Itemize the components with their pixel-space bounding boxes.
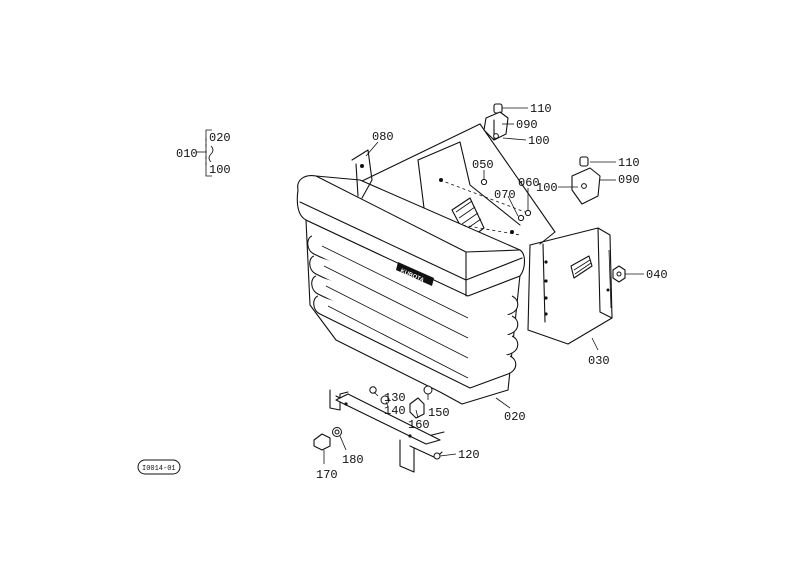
label-080: 080: [372, 130, 394, 144]
front-grille-020: KUBOTA: [296, 149, 526, 405]
label-180: 180: [342, 453, 364, 467]
label-140: 140: [384, 404, 406, 418]
label-170: 170: [316, 468, 338, 482]
label-030: 030: [588, 354, 610, 368]
label-110-b: 110: [618, 156, 640, 170]
callout-labels: 080 110 090 100 110 090 100 050 060 070 …: [316, 102, 668, 482]
label-120: 120: [458, 448, 480, 462]
top-bracket-a: [483, 103, 509, 141]
label-020-ref: 020: [209, 131, 231, 145]
label-090-a: 090: [516, 118, 538, 132]
side-panel-030: [527, 227, 613, 345]
label-130: 130: [384, 391, 406, 405]
label-160: 160: [408, 418, 430, 432]
label-100-ref: 100: [209, 163, 231, 177]
leader-lines: [323, 107, 644, 464]
label-070: 070: [494, 188, 516, 202]
label-060: 060: [518, 176, 540, 190]
label-090-b: 090: [618, 173, 640, 187]
label-150: 150: [428, 406, 450, 420]
label-020: 020: [504, 410, 526, 424]
nut-040: [612, 265, 626, 283]
label-100-a: 100: [528, 134, 550, 148]
label-010: 010: [176, 147, 198, 161]
assembly-reference: 010 020 100: [176, 129, 231, 177]
top-bracket-b: [571, 156, 601, 205]
bolt-170-180: [313, 427, 342, 451]
label-050: 050: [472, 158, 494, 172]
figure-code: I0014-01: [142, 465, 176, 473]
figure-code-tag: I0014-01: [137, 459, 181, 475]
label-040: 040: [646, 268, 668, 282]
label-100-b: 100: [536, 181, 558, 195]
label-110-a: 110: [530, 102, 552, 116]
lower-mount: [329, 389, 445, 473]
